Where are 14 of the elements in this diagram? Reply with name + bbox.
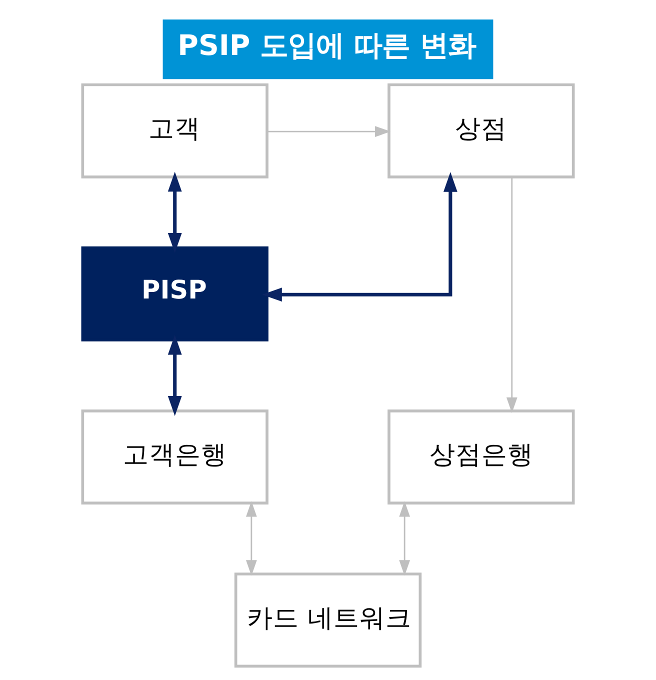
node-box: PISP: [81, 246, 268, 342]
node-box: 카드 네트워크: [234, 572, 422, 668]
node-box: 고객: [81, 83, 268, 178]
arrow: [267, 126, 391, 138]
node-box: 상점은행: [388, 409, 575, 504]
arrow: [399, 501, 410, 576]
arrow: [246, 501, 257, 576]
arrow: [168, 172, 182, 253]
node-box: 고객은행: [81, 409, 268, 504]
arrow: [506, 178, 518, 414]
diagram-title: PSIP 도입에 따른 변화: [178, 28, 476, 62]
arrow: [262, 172, 458, 302]
node-box: 상점: [388, 83, 575, 178]
arrow: [168, 334, 182, 416]
